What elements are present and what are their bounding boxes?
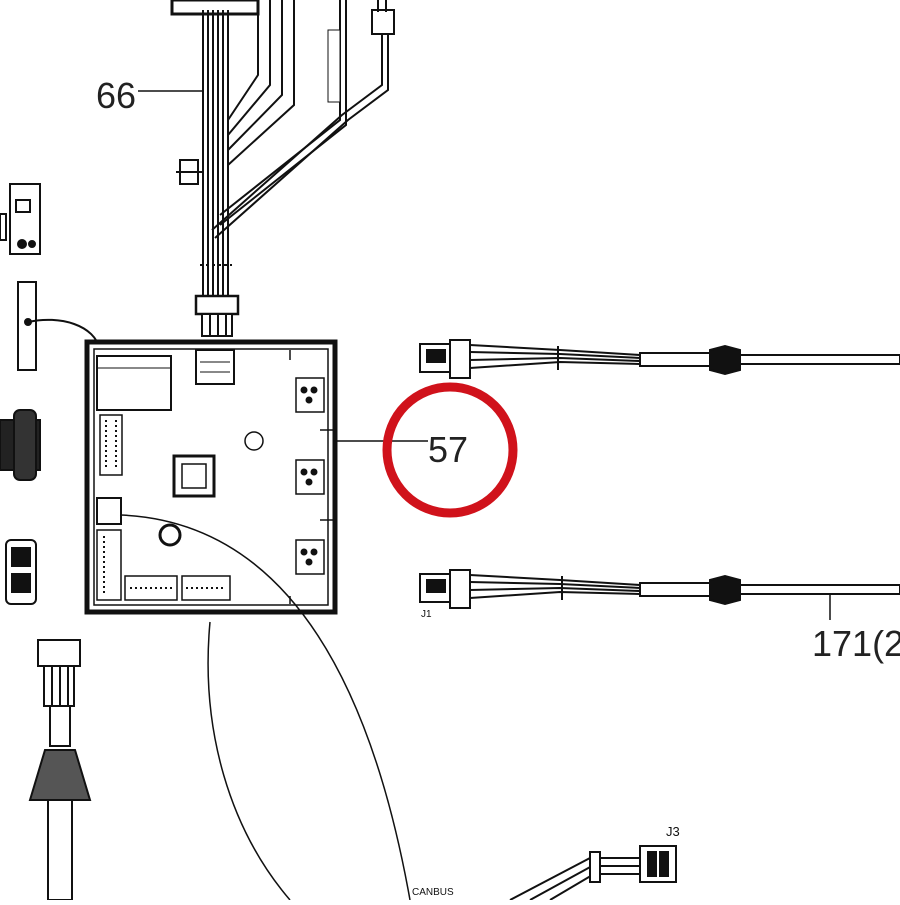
connector-label-canbus: CANBUS	[412, 887, 454, 898]
connector-label-j3: J3	[666, 824, 680, 839]
highlight-circle	[382, 382, 518, 518]
board-wires	[119, 514, 411, 901]
callout-57: 57	[428, 429, 468, 470]
cable-upper	[419, 339, 900, 379]
control-board-57	[84, 339, 428, 615]
cable-lower	[419, 569, 900, 620]
connector-j3	[509, 845, 677, 901]
callout-171: 171(2	[812, 623, 900, 664]
callout-66: 66	[96, 75, 136, 116]
left-parts	[0, 183, 101, 901]
harness-66	[138, 0, 395, 337]
connector-label-j1: J1	[421, 609, 432, 620]
